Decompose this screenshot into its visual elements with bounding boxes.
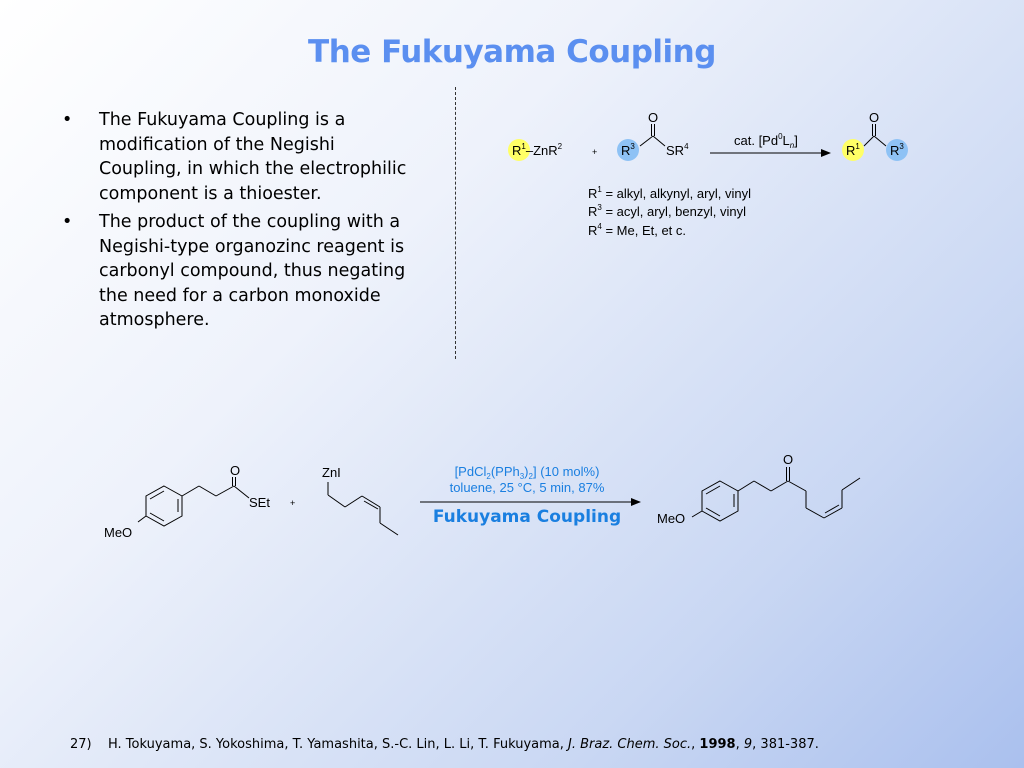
- reference-citation: 27) H. Tokuyama, S. Yokoshima, T. Yamashi…: [70, 737, 819, 752]
- product-r3: R3: [890, 142, 904, 158]
- bond: [863, 135, 875, 147]
- reference-sep: ,: [691, 737, 700, 752]
- thioester-oxygen: O: [230, 463, 240, 478]
- plus-sign: +: [290, 498, 295, 508]
- reference-sep: ,: [735, 737, 744, 752]
- bullet-text: The product of the coupling with a Negis…: [99, 212, 406, 330]
- reference-pages: , 381-387.: [752, 737, 819, 752]
- carbonyl-oxygen: O: [869, 110, 879, 125]
- thioester-sr4: SR4: [666, 142, 689, 158]
- bond: [652, 135, 666, 147]
- product-r1-circle: [842, 139, 864, 161]
- definition-r4: R4 = Me, Et, et c.: [588, 222, 686, 238]
- product-r3-circle: [886, 139, 908, 161]
- bullet-list: • The Fukuyama Coupling is a modificatio…: [62, 108, 422, 337]
- product-ketone: [691, 467, 861, 522]
- solvent-condition: toluene, 25 °C, 5 min, 87%: [450, 480, 605, 495]
- product-meo: MeO: [657, 511, 685, 526]
- reference-number: 27): [70, 737, 92, 752]
- bond: [639, 135, 654, 147]
- dashed-divider: [455, 87, 456, 359]
- product-oxygen: O: [783, 452, 793, 467]
- reference-journal: J. Braz. Chem. Soc.: [568, 737, 692, 752]
- thioester-meo: MeO: [104, 525, 132, 540]
- thioester-reactant: [137, 477, 250, 527]
- organozinc-reagent: [327, 482, 399, 536]
- bullet-dot: •: [62, 110, 73, 130]
- r1-highlight-circle: [508, 139, 530, 161]
- catalyst-condition: [PdCl2(PPh3)2] (10 mol%): [455, 464, 600, 481]
- thioester-set: SEt: [249, 495, 270, 510]
- general-scheme: R1–ZnR2 + R3 O SR4 cat. [Pd0Ln] R1 O: [508, 110, 908, 238]
- reaction-name-label: Fukuyama Coupling: [433, 507, 621, 527]
- bullet-item: • The product of the coupling with a Neg…: [62, 210, 422, 333]
- catalyst-condition: cat. [Pd0Ln]: [734, 132, 798, 150]
- r3-highlight-circle: [617, 139, 639, 161]
- reference-year: 1998: [699, 737, 736, 752]
- slide-title: The Fukuyama Coupling: [308, 34, 716, 70]
- bullet-text: The Fukuyama Coupling is a modification …: [99, 110, 407, 204]
- reference-authors: H. Tokuyama, S. Yokoshima, T. Yamashita,…: [108, 737, 568, 752]
- reference-volume: 9: [743, 737, 753, 752]
- thioester-r3: R3: [621, 142, 635, 158]
- definition-r3: R3 = acyl, aryl, benzyl, vinyl: [588, 203, 746, 219]
- product-r1: R1: [846, 142, 860, 158]
- reagent-r1-znr2: R1–ZnR2: [512, 142, 563, 158]
- bond: [873, 135, 887, 147]
- bullet-item: • The Fukuyama Coupling is a modificatio…: [62, 108, 422, 206]
- plus-sign: +: [592, 147, 597, 157]
- definition-r1: R1 = alkyl, alkynyl, aryl, vinyl: [588, 185, 751, 201]
- example-labels: O SEt MeO + ZnI O MeO [PdCl2(PPh3)2] (10…: [104, 452, 793, 540]
- organozinc-zni: ZnI: [322, 465, 341, 480]
- bullet-dot: •: [62, 212, 73, 232]
- example-scheme: [137, 467, 861, 536]
- carbonyl-oxygen: O: [648, 110, 658, 125]
